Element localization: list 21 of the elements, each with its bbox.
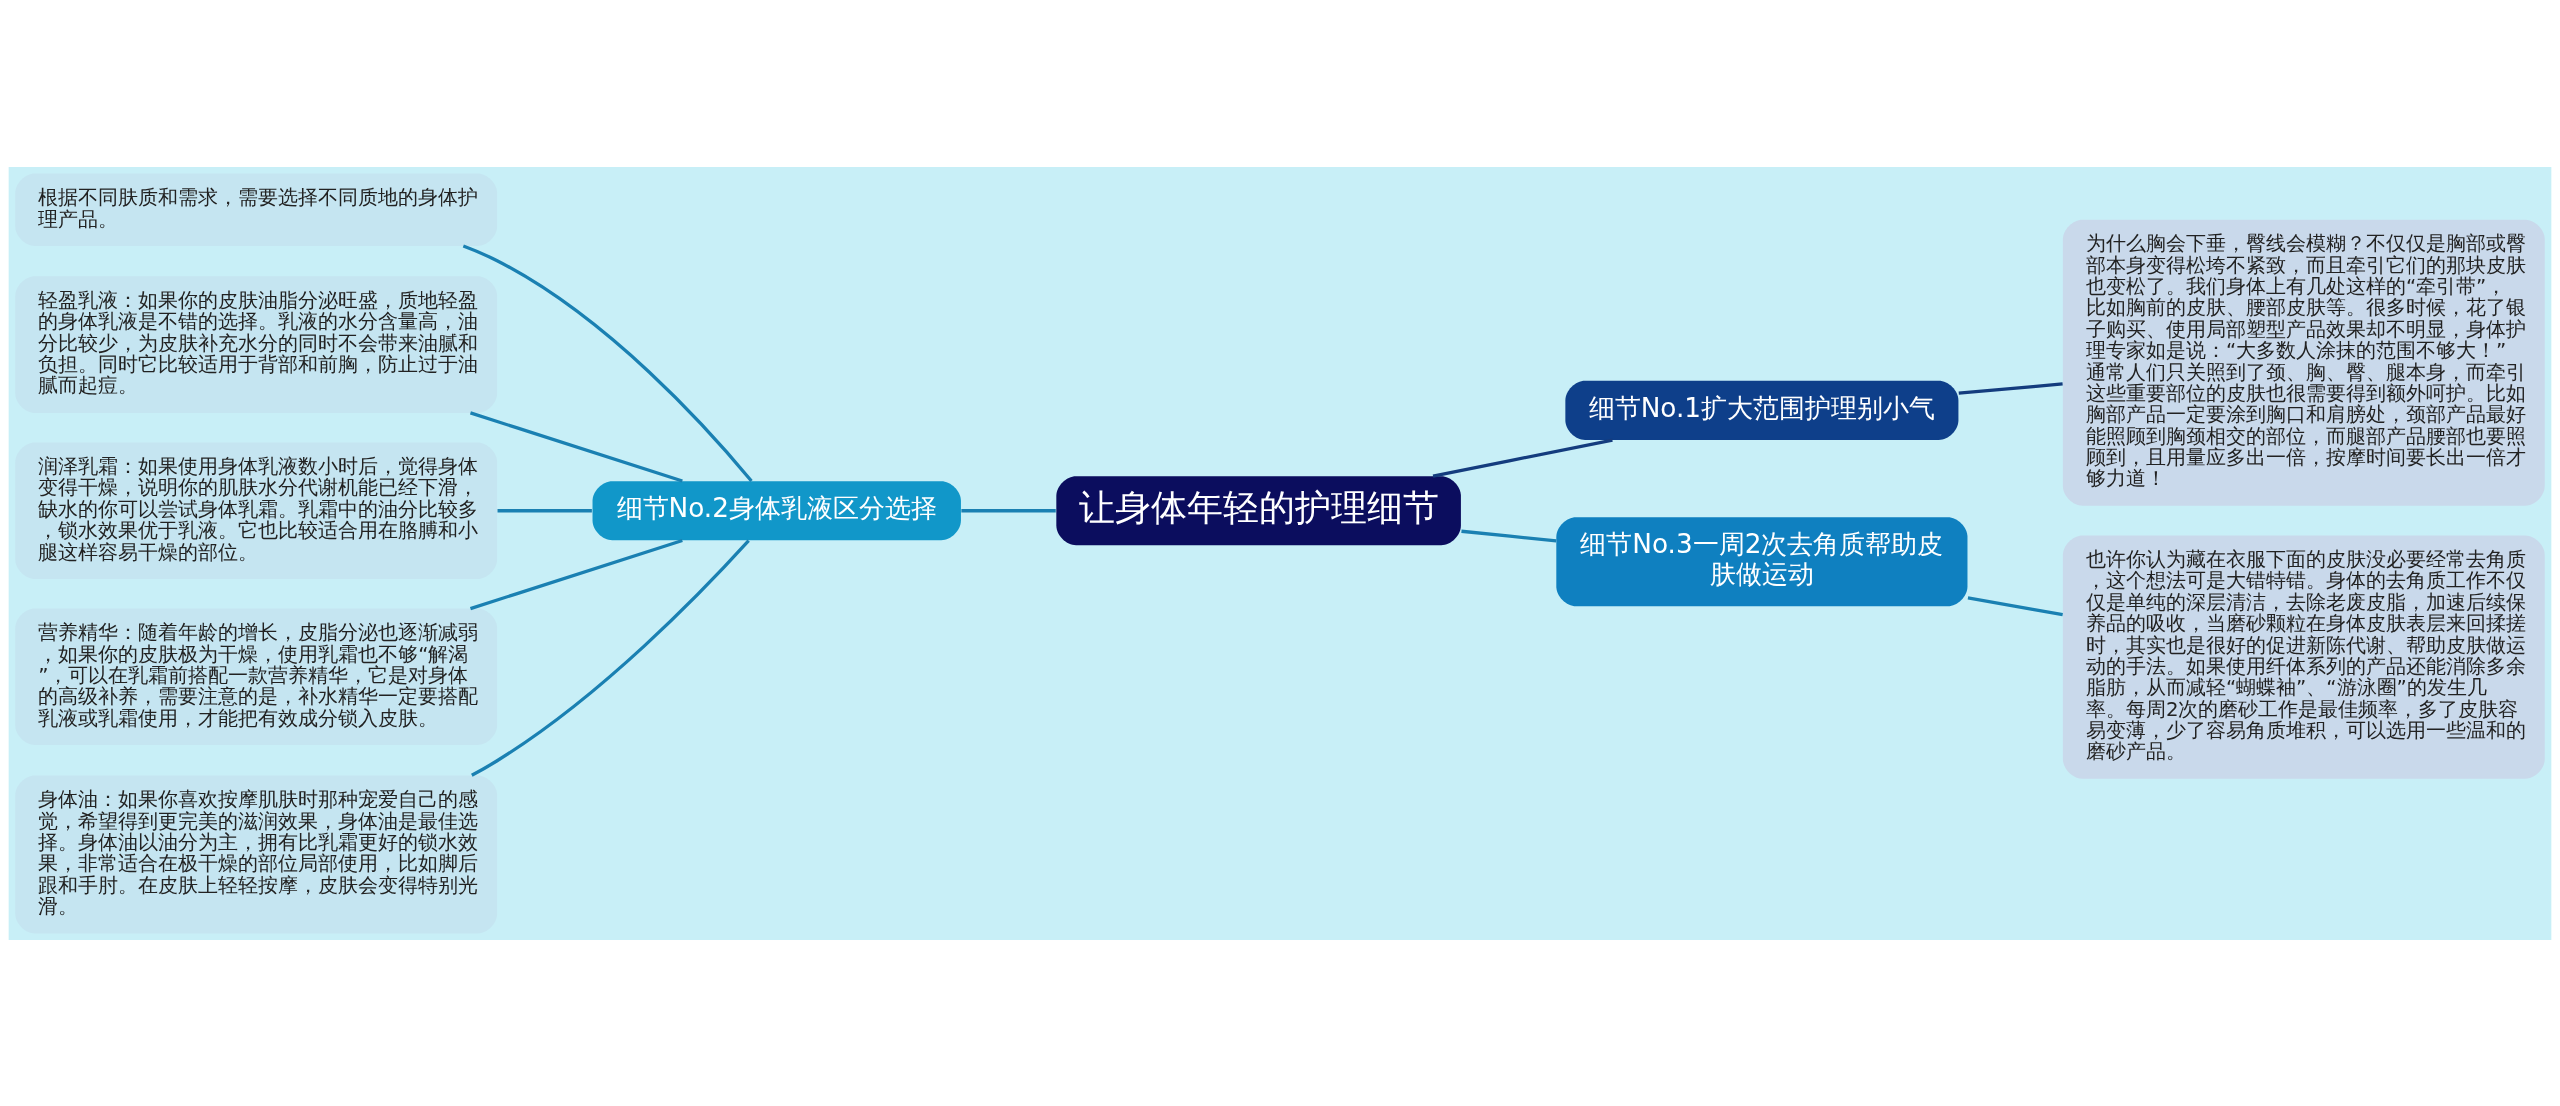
node-box: 轻盈乳液：如果你的皮肤油脂分泌旺盛，质地轻盈的身体乳液是不错的选择。乳液的水分含量高，油分比较少，为皮肤补充水分的同时不会带来油腻和负担。同时它比较适用于背部和前胸，防止过于油腻而起痘。: [15, 275, 498, 413]
connector: [1461, 529, 1557, 543]
node-box: 身体油：如果你喜欢按摩肌肤时那种宠爱自己的感觉，希望得到更完美的滋润效果，身体油是最佳选择。身体油以油分为主，拥有比乳霜更好的锁水效果，非常适合在极干燥的部位局部使用，比如脚后跟和手肘。在皮肤上轻轻按摩，皮肤会变得特别光滑。: [15, 775, 498, 933]
node-box: 细节No.1扩大范围护理别小气: [1565, 380, 1959, 440]
connector: [469, 538, 683, 610]
connector: [1432, 437, 1613, 478]
node-box: 也许你认为藏在衣服下面的皮肤没必要经常去角质，这个想法可是大错特错。身体的去角质工作不仅仅是单纯的深层清洁，去除老废皮脂，加速后续保养品的吸收，当磨砂颗粒在身体皮肤表层来回揉搓时，其实也是很好的促进新陈代谢、帮助皮肤做运动的手法。如果使用纤体系列的产品还能消除多余脂肪，从而减轻“蝴蝶袖”、“游泳圈”的发生几率。每周2次的磨砂工作是最佳频率，多了皮肤容易变薄，少了容易角质堆积，可以选用一些温和的磨砂产品。: [2062, 534, 2545, 779]
connector: [1967, 595, 2063, 616]
connector: [1958, 381, 2063, 395]
node-box: 细节No.3一周2次去角质帮助皮肤做运动: [1556, 516, 1968, 606]
connector: [471, 539, 750, 777]
connector: [497, 508, 592, 512]
connector: [469, 410, 683, 482]
connector: [462, 243, 753, 482]
node-box: 细节No.2身体乳液区分选择: [592, 480, 961, 540]
node-box: 润泽乳霜：如果使用身体乳液数小时后，觉得身体变得干燥，说明你的肌肤水分代谢机能已经下滑，缺水的你可以尝试身体乳霜。乳霜中的油分比较多，锁水效果优于乳液。它也比较适合用在胳膊和小腿这样容易干燥的部位。: [15, 442, 498, 579]
connector: [961, 508, 1056, 512]
node-box: 根据不同肤质和需求，需要选择不同质地的身体护理产品。: [15, 173, 498, 246]
node-box: 营养精华：随着年龄的增长，皮脂分泌也逐渐减弱，如果你的皮肤极为干燥，使用乳霜也不够“解渴”，可以在乳霜前搭配一款营养精华，它是对身体的高级补养，需要注意的是，补水精华一定要搭配乳液或乳霜使用，才能把有效成分锁入皮肤。: [15, 608, 498, 745]
node-box: 为什么胸会下垂，臀线会模糊？不仅仅是胸部或臀部本身变得松垮不紧致，而且牵引它们的那块皮肤也变松了。我们身体上有几处这样的“牵引带”，比如胸前的皮肤、腰部皮肤等。很多时候，花了银子购买、使用局部塑型产品效果却不明显，身体护理专家如是说：“大多数人涂抹的范围不够大！”通常人们只关照到了颈、胸、臀、腿本身，而牵引这些重要部位的皮肤也很需要得到额外呵护。比如胸部产品一定要涂到胸口和肩膀处，颈部产品最好能照顾到胸颈相交的部位，而腿部产品腰部也要照顾到，且用量应多出一倍，按摩时间要长出一倍才够力道！: [2062, 219, 2545, 506]
node-box: 让身体年轻的护理细节: [1056, 475, 1461, 545]
